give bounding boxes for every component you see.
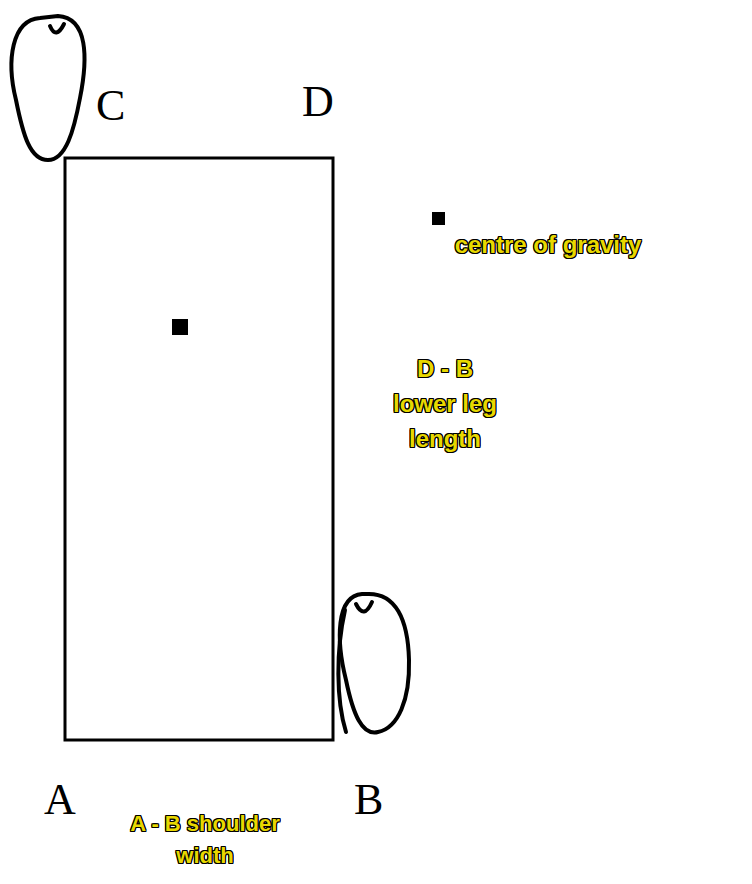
foot-heel-mark xyxy=(356,602,372,612)
centre-of-gravity-marker xyxy=(172,319,188,335)
corner-letter: C xyxy=(96,84,125,128)
dimension-label: D - B lower leg length xyxy=(384,352,506,456)
dimension-label: A - B shoulder width xyxy=(125,808,285,872)
body-rectangle xyxy=(65,158,333,740)
corner-letter: A xyxy=(44,778,76,822)
marker-key xyxy=(432,212,445,225)
foot-outline xyxy=(11,16,84,160)
marker-label: centre of gravity xyxy=(348,228,748,263)
foot-outline xyxy=(340,594,409,733)
foot-edge xyxy=(338,610,346,732)
foot-heel-mark xyxy=(50,24,64,33)
corner-letter: B xyxy=(354,778,383,822)
corner-letter: D xyxy=(302,80,334,124)
